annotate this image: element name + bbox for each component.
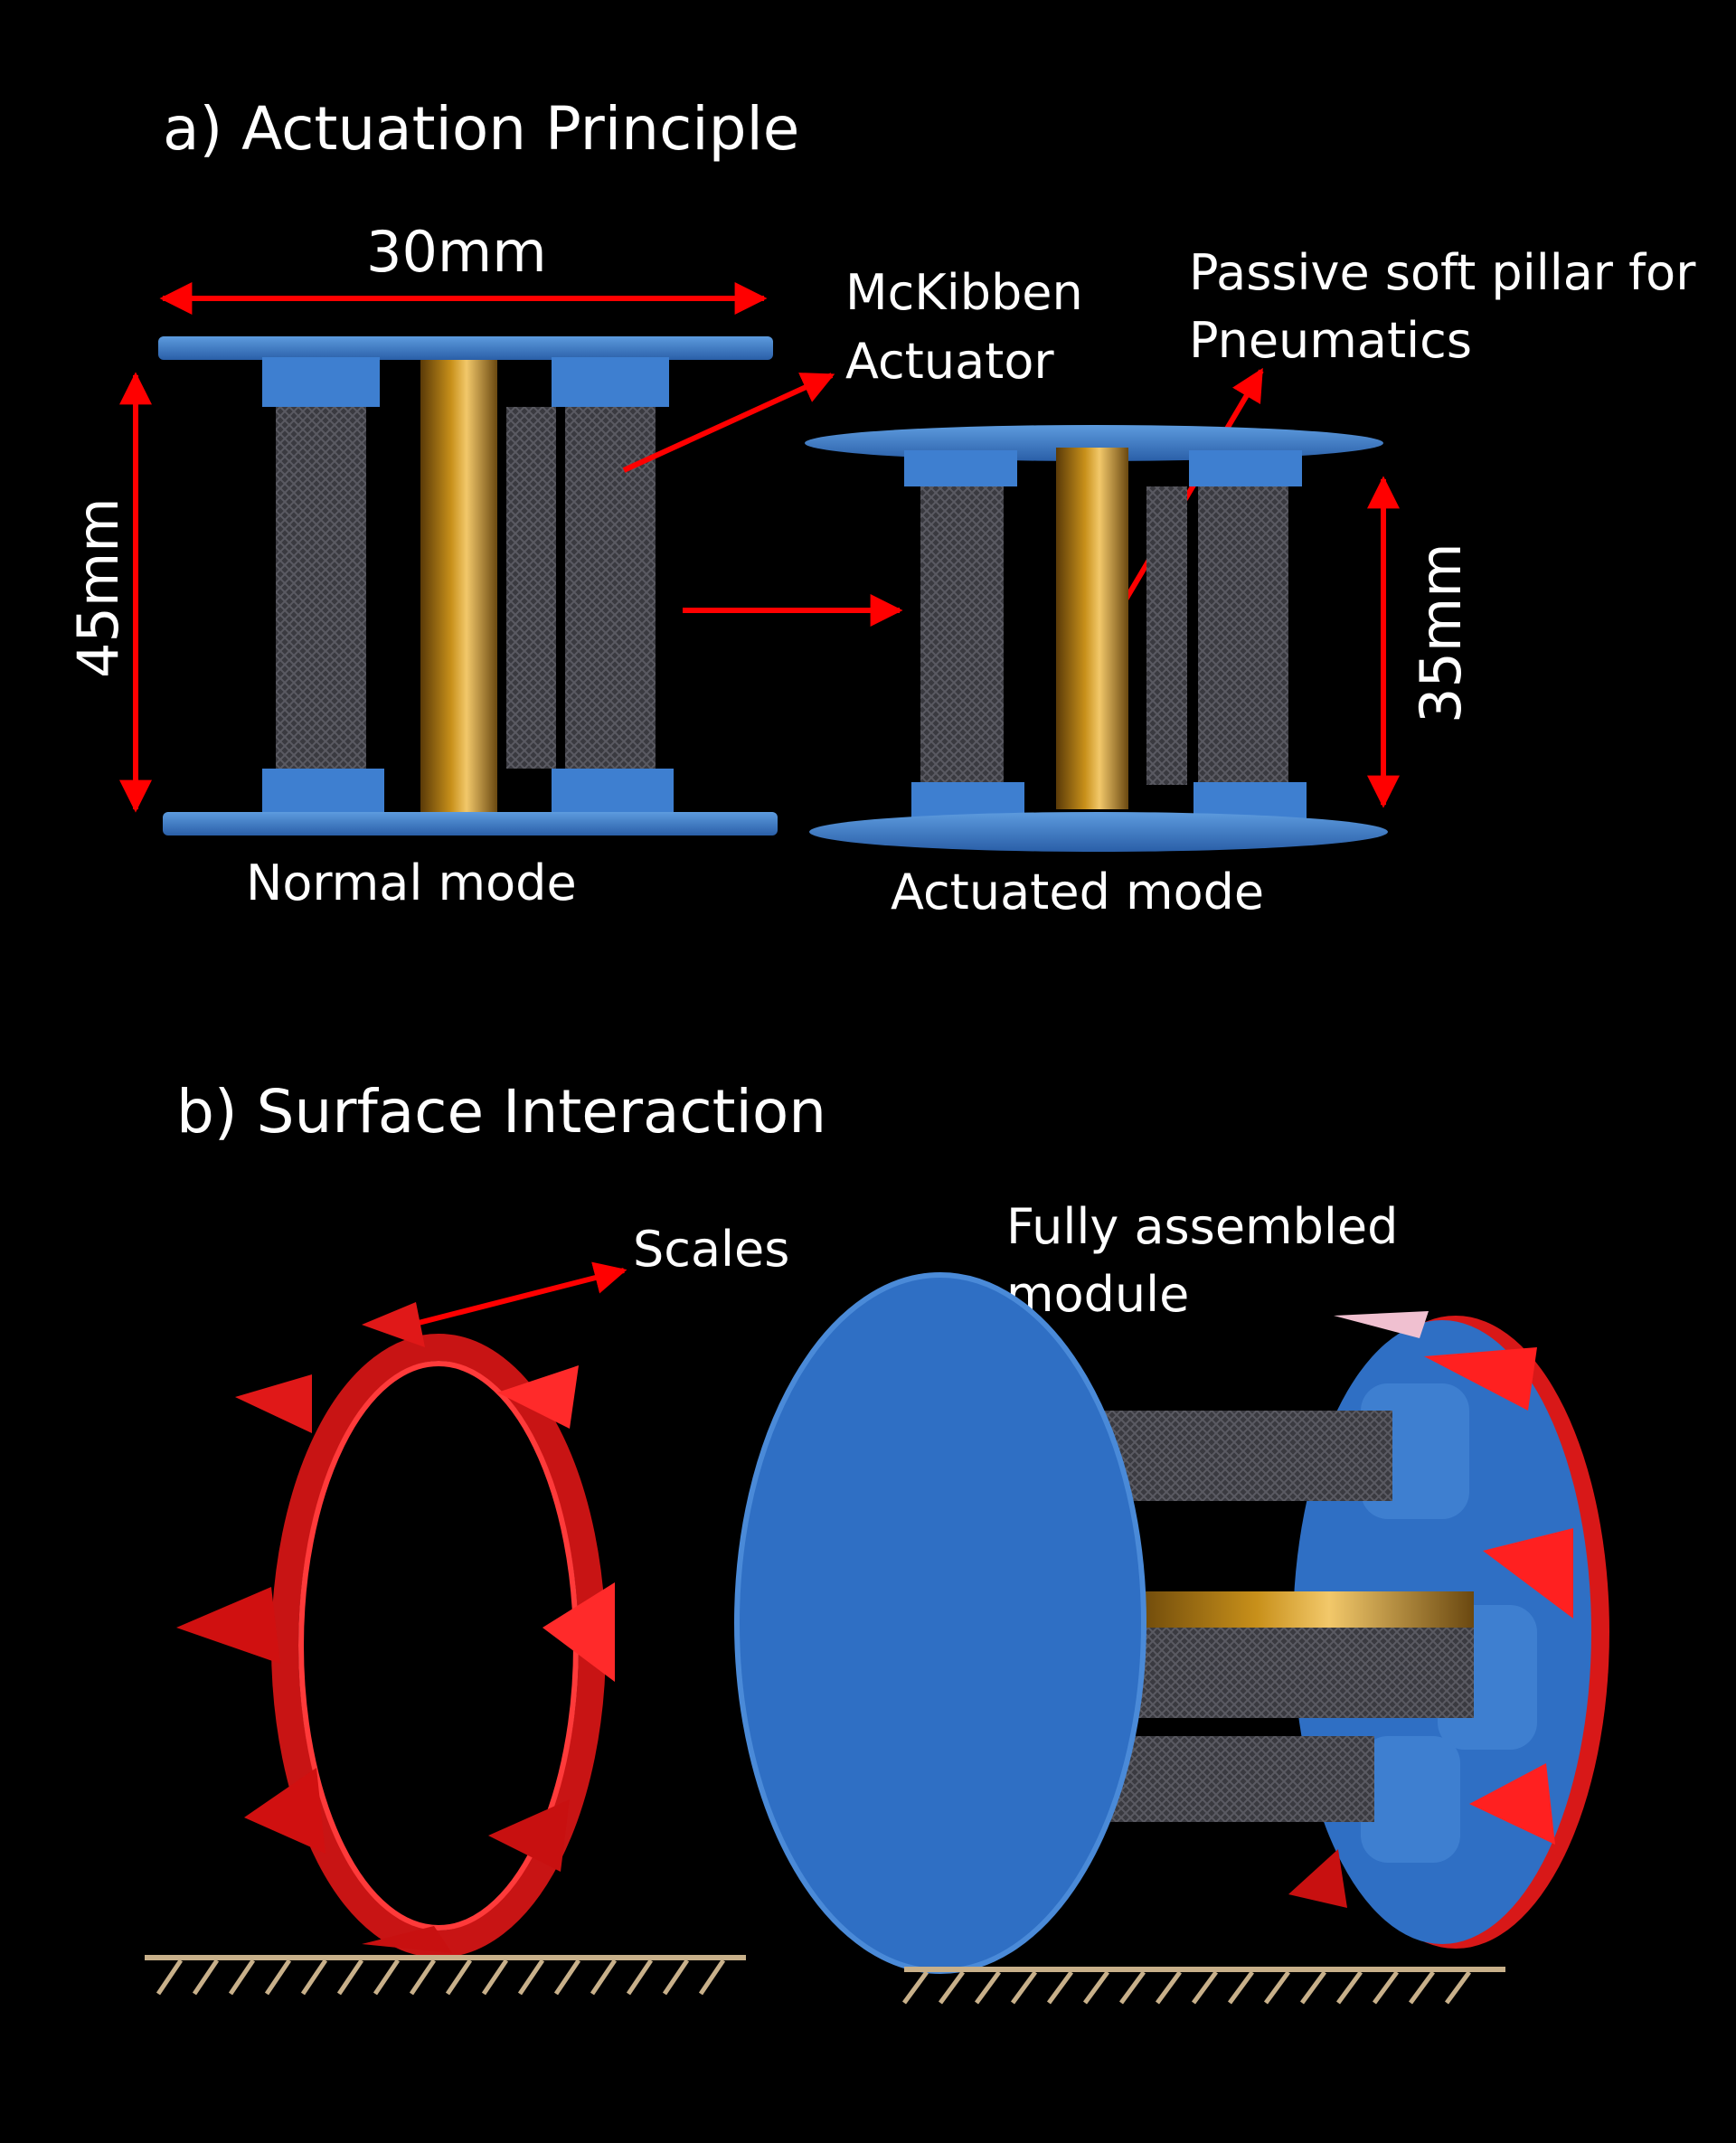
label-mckibben-line2: Actuator — [845, 333, 1054, 390]
top-cap-right — [552, 357, 669, 407]
top-plate — [158, 336, 773, 360]
mckibben-actuator-right-actuated — [1198, 486, 1288, 785]
front-disc — [737, 1275, 1144, 1971]
scale-module-4 — [1288, 1849, 1347, 1908]
mckibben-actuator-left-actuated — [920, 486, 1004, 785]
ground-left — [145, 1955, 746, 1996]
mckibben-actuator-right — [565, 407, 656, 769]
caption-normal-mode: Normal mode — [246, 854, 577, 911]
dim-width-label: 30mm — [366, 219, 547, 285]
panel-b-title: b) Surface Interaction — [176, 1077, 826, 1147]
actuated-mode-module — [805, 425, 1388, 852]
scale-1 — [362, 1302, 425, 1347]
mckibben-actuator-left — [276, 407, 366, 769]
rear-cap-low — [1361, 1736, 1460, 1863]
normal-mode-module — [158, 336, 778, 835]
pillar-pointer-arrow — [1114, 367, 1264, 617]
bottom-plate — [163, 812, 778, 835]
pillar-assembled — [1112, 1591, 1474, 1632]
caption-actuated-mode: Actuated mode — [891, 864, 1264, 920]
scaled-ring — [176, 1302, 615, 1958]
label-pillar-line1: Passive soft pillar for — [1189, 244, 1696, 301]
scale-module-3 — [1469, 1763, 1555, 1845]
label-mckibben-line1: McKibben — [845, 264, 1083, 321]
dim-height-actuated-label: 35mm — [1408, 543, 1474, 723]
label-pillar-line2: Pneumatics — [1189, 312, 1472, 369]
scale-module-2 — [1483, 1528, 1573, 1619]
scale-4 — [176, 1587, 280, 1664]
mckibben-pointer-arrow — [622, 373, 835, 473]
dim-height-normal-label: 45mm — [65, 497, 131, 678]
top-cap-left — [262, 357, 380, 407]
scale-3 — [497, 1365, 579, 1429]
label-scales: Scales — [633, 1221, 789, 1278]
passive-pillar-actuated — [1056, 448, 1128, 809]
mckibben-actuator-back — [506, 407, 556, 769]
scale-5 — [542, 1582, 615, 1682]
scale-8 — [362, 1926, 452, 1953]
scale-6 — [244, 1768, 326, 1854]
actuator-middle — [1112, 1628, 1474, 1718]
scale-2 — [235, 1374, 312, 1433]
scales-pointer-arrow — [410, 1261, 627, 1327]
mckibben-actuator-back-actuated — [1146, 486, 1187, 785]
label-module-line1: Fully assembled — [1006, 1198, 1398, 1255]
bottom-plate-actuated — [809, 812, 1388, 852]
top-cap-left-actuated — [904, 450, 1017, 486]
scale-module-5 — [1334, 1311, 1429, 1338]
scale-7 — [488, 1799, 570, 1872]
bottom-cap-left — [262, 769, 384, 814]
panel-a-title: a) Actuation Principle — [163, 94, 799, 164]
top-cap-right-actuated — [1189, 450, 1302, 486]
ground-right — [901, 1967, 1505, 2005]
passive-pillar — [420, 360, 497, 812]
bottom-cap-right — [552, 769, 674, 814]
assembled-module — [734, 1272, 1609, 1974]
scale-module-1 — [1424, 1347, 1537, 1411]
